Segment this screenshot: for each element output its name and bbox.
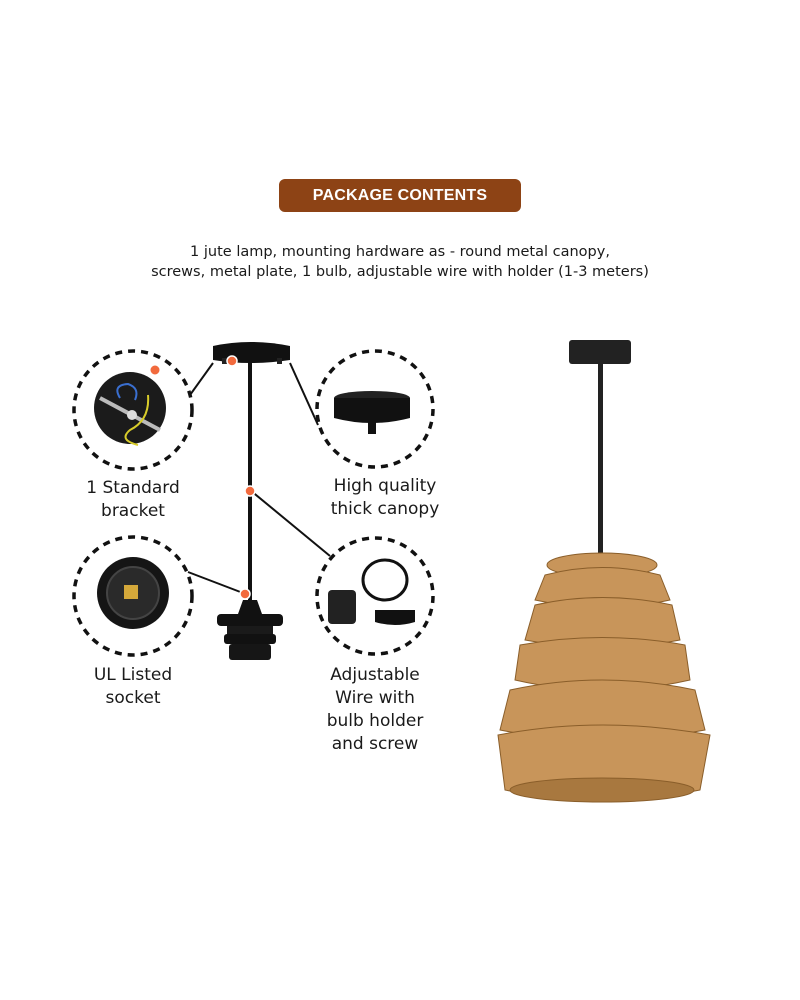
wire-holder-image [328,558,415,625]
canopy-image [334,391,410,434]
connector-lines [187,362,331,594]
label-line: and screw [331,734,419,754]
label-thick-canopy: High quality thick canopy [285,475,485,521]
label-line: Wire with [335,688,415,708]
label-ul-socket: UL Listed socket [33,664,233,710]
label-line: 1 Standard [86,478,180,498]
label-line: thick canopy [330,499,440,519]
description-line: 1 jute lamp, mounting hardware as - roun… [190,244,610,260]
label-standard-bracket: 1 Standard bracket [33,477,233,523]
label-line: bulb holder [326,711,424,731]
socket-image [97,557,169,629]
marker-dots [149,355,256,600]
label-line: High quality [333,476,437,496]
package-description: 1 jute lamp, mounting hardware as - roun… [0,242,800,282]
package-contents-badge: PACKAGE CONTENTS [279,179,521,212]
detail-circles [72,349,435,657]
jute-pendant-lamp-image [497,340,711,803]
label-line: socket [105,688,161,708]
label-line: bracket [101,501,165,521]
section-title: PACKAGE CONTENTS [312,186,488,204]
bracket-image [94,364,166,446]
label-line: UL Listed [93,665,173,685]
label-line: Adjustable [330,665,420,685]
label-adjustable-wire: Adjustable Wire with bulb holder and scr… [275,664,475,756]
description-line: screws, metal plate, 1 bulb, adjustable … [151,264,649,280]
